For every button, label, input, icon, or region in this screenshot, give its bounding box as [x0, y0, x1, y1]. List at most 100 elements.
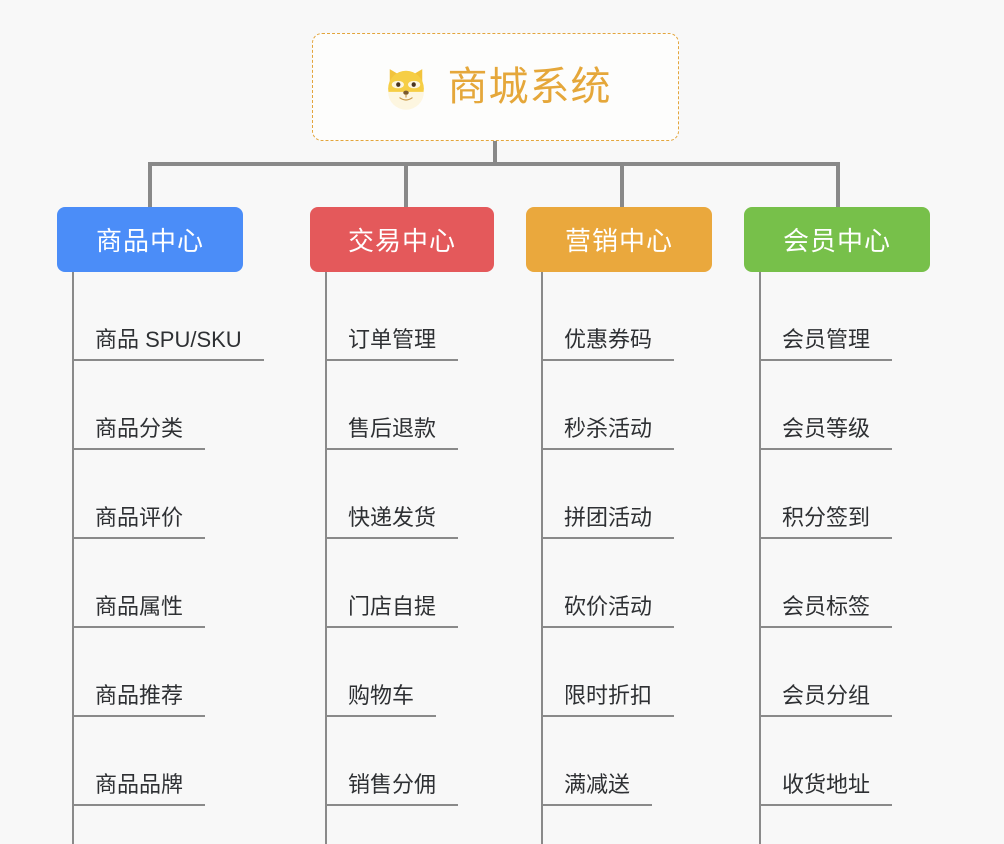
- leaf-label: 商品评价: [95, 504, 184, 530]
- leaf-underline: 商品分类: [73, 415, 206, 450]
- branch-spine-member: [759, 272, 761, 844]
- leaf-label: 商品 SPU/SKU: [95, 326, 242, 352]
- leaf-underline: 商品推荐: [73, 682, 206, 717]
- leaf-label: 收货地址: [782, 771, 871, 797]
- branch-header-label: 营销中心: [564, 226, 673, 256]
- leaf-item[interactable]: 商品分类: [57, 361, 287, 450]
- leaf-label: 会员标签: [782, 593, 871, 619]
- leaf-label: 商品推荐: [95, 682, 184, 708]
- connector-drop-3: [620, 162, 624, 208]
- leaf-underline: 快递发货: [326, 504, 459, 539]
- branch-header-marketing[interactable]: 营销中心: [526, 207, 712, 272]
- leaf-underline: 会员等级: [760, 415, 893, 450]
- leaf-label: 订单管理: [348, 326, 437, 352]
- leaf-label: 门店自提: [348, 593, 437, 619]
- leaf-list-product: 商品 SPU/SKU 商品分类 商品评价 商品属性 商品推荐: [57, 272, 287, 806]
- leaf-label: 售后退款: [348, 415, 437, 441]
- leaf-item[interactable]: 收货地址: [744, 717, 974, 806]
- leaf-underline: 限时折扣: [542, 682, 675, 717]
- leaf-item[interactable]: 商品推荐: [57, 628, 287, 717]
- leaf-underline: 购物车: [326, 682, 437, 717]
- leaf-item[interactable]: 限时折扣: [526, 628, 756, 717]
- leaf-item[interactable]: 会员等级: [744, 361, 974, 450]
- leaf-item[interactable]: 销售分佣: [310, 717, 540, 806]
- leaf-item[interactable]: 门店自提: [310, 539, 540, 628]
- leaf-underline: 门店自提: [326, 593, 459, 628]
- connector-horizontal-bus: [148, 162, 840, 166]
- leaf-item[interactable]: 优惠券码: [526, 272, 756, 361]
- leaf-label: 商品属性: [95, 593, 184, 619]
- leaf-label: 会员管理: [782, 326, 871, 352]
- leaf-underline: 销售分佣: [326, 772, 459, 806]
- root-node-card[interactable]: 商城系统: [312, 33, 679, 141]
- leaf-item[interactable]: 售后退款: [310, 361, 540, 450]
- leaf-underline: 商品属性: [73, 593, 206, 628]
- branch-header-trade[interactable]: 交易中心: [310, 207, 494, 272]
- leaf-label: 优惠券码: [564, 326, 653, 352]
- leaf-item[interactable]: 会员管理: [744, 272, 974, 361]
- leaf-list-trade: 订单管理 售后退款 快递发货 门店自提 购物车: [310, 272, 540, 806]
- leaf-item[interactable]: 积分签到: [744, 450, 974, 539]
- root-title: 商城系统: [447, 65, 612, 109]
- leaf-label: 秒杀活动: [564, 415, 653, 441]
- leaf-item[interactable]: 商品 SPU/SKU: [57, 272, 287, 361]
- connector-drop-4: [836, 162, 840, 208]
- leaf-underline: 收货地址: [760, 771, 893, 806]
- leaf-label: 会员分组: [782, 682, 871, 708]
- leaf-underline: 优惠券码: [542, 326, 675, 361]
- leaf-item[interactable]: 商品评价: [57, 450, 287, 539]
- leaf-label: 会员等级: [782, 415, 871, 441]
- branch-header-member[interactable]: 会员中心: [744, 207, 930, 272]
- leaf-label: 快递发货: [348, 504, 437, 530]
- branch-column-member: 会员中心 会员管理 会员等级 积分签到 会员标签: [744, 207, 974, 844]
- connector-drop-1: [148, 162, 152, 208]
- shiba-dog-face-icon: [380, 61, 432, 113]
- leaf-item[interactable]: 满减送: [526, 717, 756, 806]
- leaf-underline: 积分签到: [760, 504, 893, 539]
- leaf-list-marketing: 优惠券码 秒杀活动 拼团活动 砍价活动 限时折扣: [526, 272, 756, 806]
- leaf-item[interactable]: 商品属性: [57, 539, 287, 628]
- branch-column-trade: 交易中心 订单管理 售后退款 快递发货 门店自提: [310, 207, 540, 844]
- leaf-label: 购物车: [348, 682, 415, 708]
- leaf-underline: 订单管理: [326, 326, 459, 361]
- leaf-underline: 售后退款: [326, 415, 459, 450]
- branch-header-label: 商品中心: [95, 226, 204, 256]
- leaf-item[interactable]: 商品品牌: [57, 717, 287, 806]
- connector-root-stem: [493, 141, 497, 164]
- leaf-underline: 砍价活动: [542, 593, 675, 628]
- leaf-item[interactable]: 秒杀活动: [526, 361, 756, 450]
- branch-header-product[interactable]: 商品中心: [57, 207, 243, 272]
- leaf-label: 商品分类: [95, 415, 184, 441]
- leaf-underline: 会员标签: [760, 593, 893, 628]
- branch-column-marketing: 营销中心 优惠券码 秒杀活动 拼团活动 砍价活动: [526, 207, 756, 844]
- branch-spine-trade: [325, 272, 327, 844]
- leaf-underline: 商品评价: [73, 504, 206, 539]
- branch-spine-product: [72, 272, 74, 844]
- leaf-item[interactable]: 拼团活动: [526, 450, 756, 539]
- branch-spine-marketing: [541, 272, 543, 844]
- leaf-underline: 会员分组: [760, 682, 893, 717]
- leaf-label: 拼团活动: [564, 504, 653, 530]
- branch-header-label: 会员中心: [782, 226, 891, 256]
- leaf-underline: 拼团活动: [542, 504, 675, 539]
- branch-column-product: 商品中心 商品 SPU/SKU 商品分类 商品评价 商品属性: [57, 207, 287, 844]
- leaf-list-member: 会员管理 会员等级 积分签到 会员标签 会员分组: [744, 272, 974, 806]
- leaf-item[interactable]: 会员标签: [744, 539, 974, 628]
- leaf-label: 积分签到: [782, 504, 871, 530]
- leaf-underline: 商品 SPU/SKU: [73, 326, 264, 361]
- leaf-label: 满减送: [564, 771, 631, 797]
- leaf-underline: 会员管理: [760, 326, 893, 361]
- leaf-label: 商品品牌: [95, 771, 184, 797]
- leaf-underline: 满减送: [542, 771, 653, 806]
- leaf-item[interactable]: 砍价活动: [526, 539, 756, 628]
- leaf-underline: 秒杀活动: [542, 415, 675, 450]
- leaf-item[interactable]: 会员分组: [744, 628, 974, 717]
- connector-drop-2: [404, 162, 408, 208]
- leaf-label: 限时折扣: [564, 682, 653, 708]
- leaf-label: 砍价活动: [564, 593, 653, 619]
- leaf-item[interactable]: 快递发货: [310, 450, 540, 539]
- leaf-item[interactable]: 购物车: [310, 628, 540, 717]
- leaf-item[interactable]: 订单管理: [310, 272, 540, 361]
- branch-header-label: 交易中心: [347, 226, 456, 256]
